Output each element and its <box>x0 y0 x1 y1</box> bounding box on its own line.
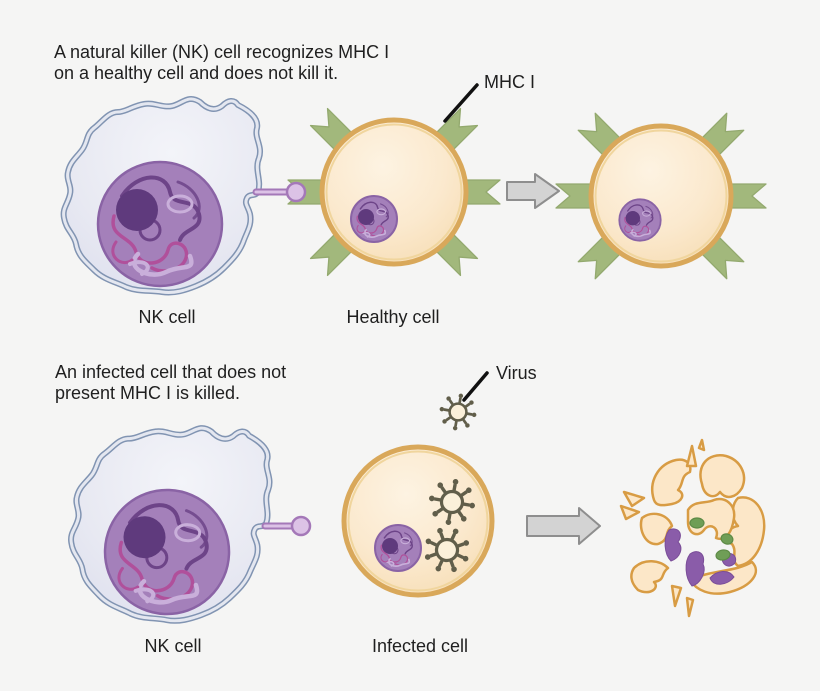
cell-fragment <box>685 444 698 468</box>
cell-membrane-inner <box>325 123 463 261</box>
cell-fragment <box>651 458 692 507</box>
nk-cell-label: NK cell <box>138 307 195 327</box>
cell-fragment <box>685 596 695 618</box>
progression-arrow <box>526 507 601 545</box>
virus-callout: Virus <box>462 363 537 402</box>
panel-healthy: A natural killer (NK) cell recognizes MH… <box>54 42 767 327</box>
cell-membrane-inner <box>594 129 728 263</box>
lysed-cell <box>619 438 766 618</box>
cell-fragment <box>622 490 646 508</box>
cell-membrane-inner <box>347 450 489 592</box>
healthy-cell <box>287 107 501 277</box>
arrow-right-icon <box>506 173 560 209</box>
nk-cell <box>64 99 260 293</box>
cell-nucleus <box>351 196 397 242</box>
panel-infected: An infected cell that does not present M… <box>55 362 766 656</box>
caption-line: present MHC I is killed. <box>55 383 240 403</box>
cell-membrane <box>319 117 469 267</box>
nucleus-fragment <box>709 571 735 585</box>
infected-cell <box>341 444 495 598</box>
virus-icon <box>439 393 476 430</box>
cell-fragment <box>697 438 706 452</box>
progression-arrow <box>506 173 560 209</box>
callout-line <box>443 83 479 123</box>
nk-receptor <box>261 515 312 537</box>
infected-cell-label: Infected cell <box>372 636 468 656</box>
cell-fragment <box>699 454 746 499</box>
arrow-right-icon <box>526 507 601 545</box>
nk-cell-label: NK cell <box>144 636 201 656</box>
caption-line: A natural killer (NK) cell recognizes MH… <box>54 42 389 62</box>
cell-nucleus <box>619 199 660 240</box>
mhc-callout: MHC I <box>443 72 535 123</box>
virus-label: Virus <box>496 363 537 383</box>
mhc-label: MHC I <box>484 72 535 92</box>
nk-receptor <box>252 181 307 203</box>
cell-fragment <box>670 584 683 608</box>
cell-nucleus <box>375 525 421 571</box>
granule <box>720 533 734 545</box>
callout-line <box>462 371 489 402</box>
cell-fragment <box>619 504 641 521</box>
granule <box>715 549 731 561</box>
caption-line: An infected cell that does not <box>55 362 286 382</box>
cell-membrane <box>341 444 495 598</box>
nucleus-fragment <box>664 528 682 562</box>
cell-fragment <box>630 560 670 594</box>
nk-cell <box>68 424 271 624</box>
healthy-cell-after <box>555 112 767 280</box>
nucleus-fragment <box>685 551 705 587</box>
caption-line: on a healthy cell and does not kill it. <box>54 63 338 83</box>
granule <box>689 517 705 529</box>
cell-membrane <box>588 123 734 269</box>
healthy-cell-label: Healthy cell <box>346 307 439 327</box>
